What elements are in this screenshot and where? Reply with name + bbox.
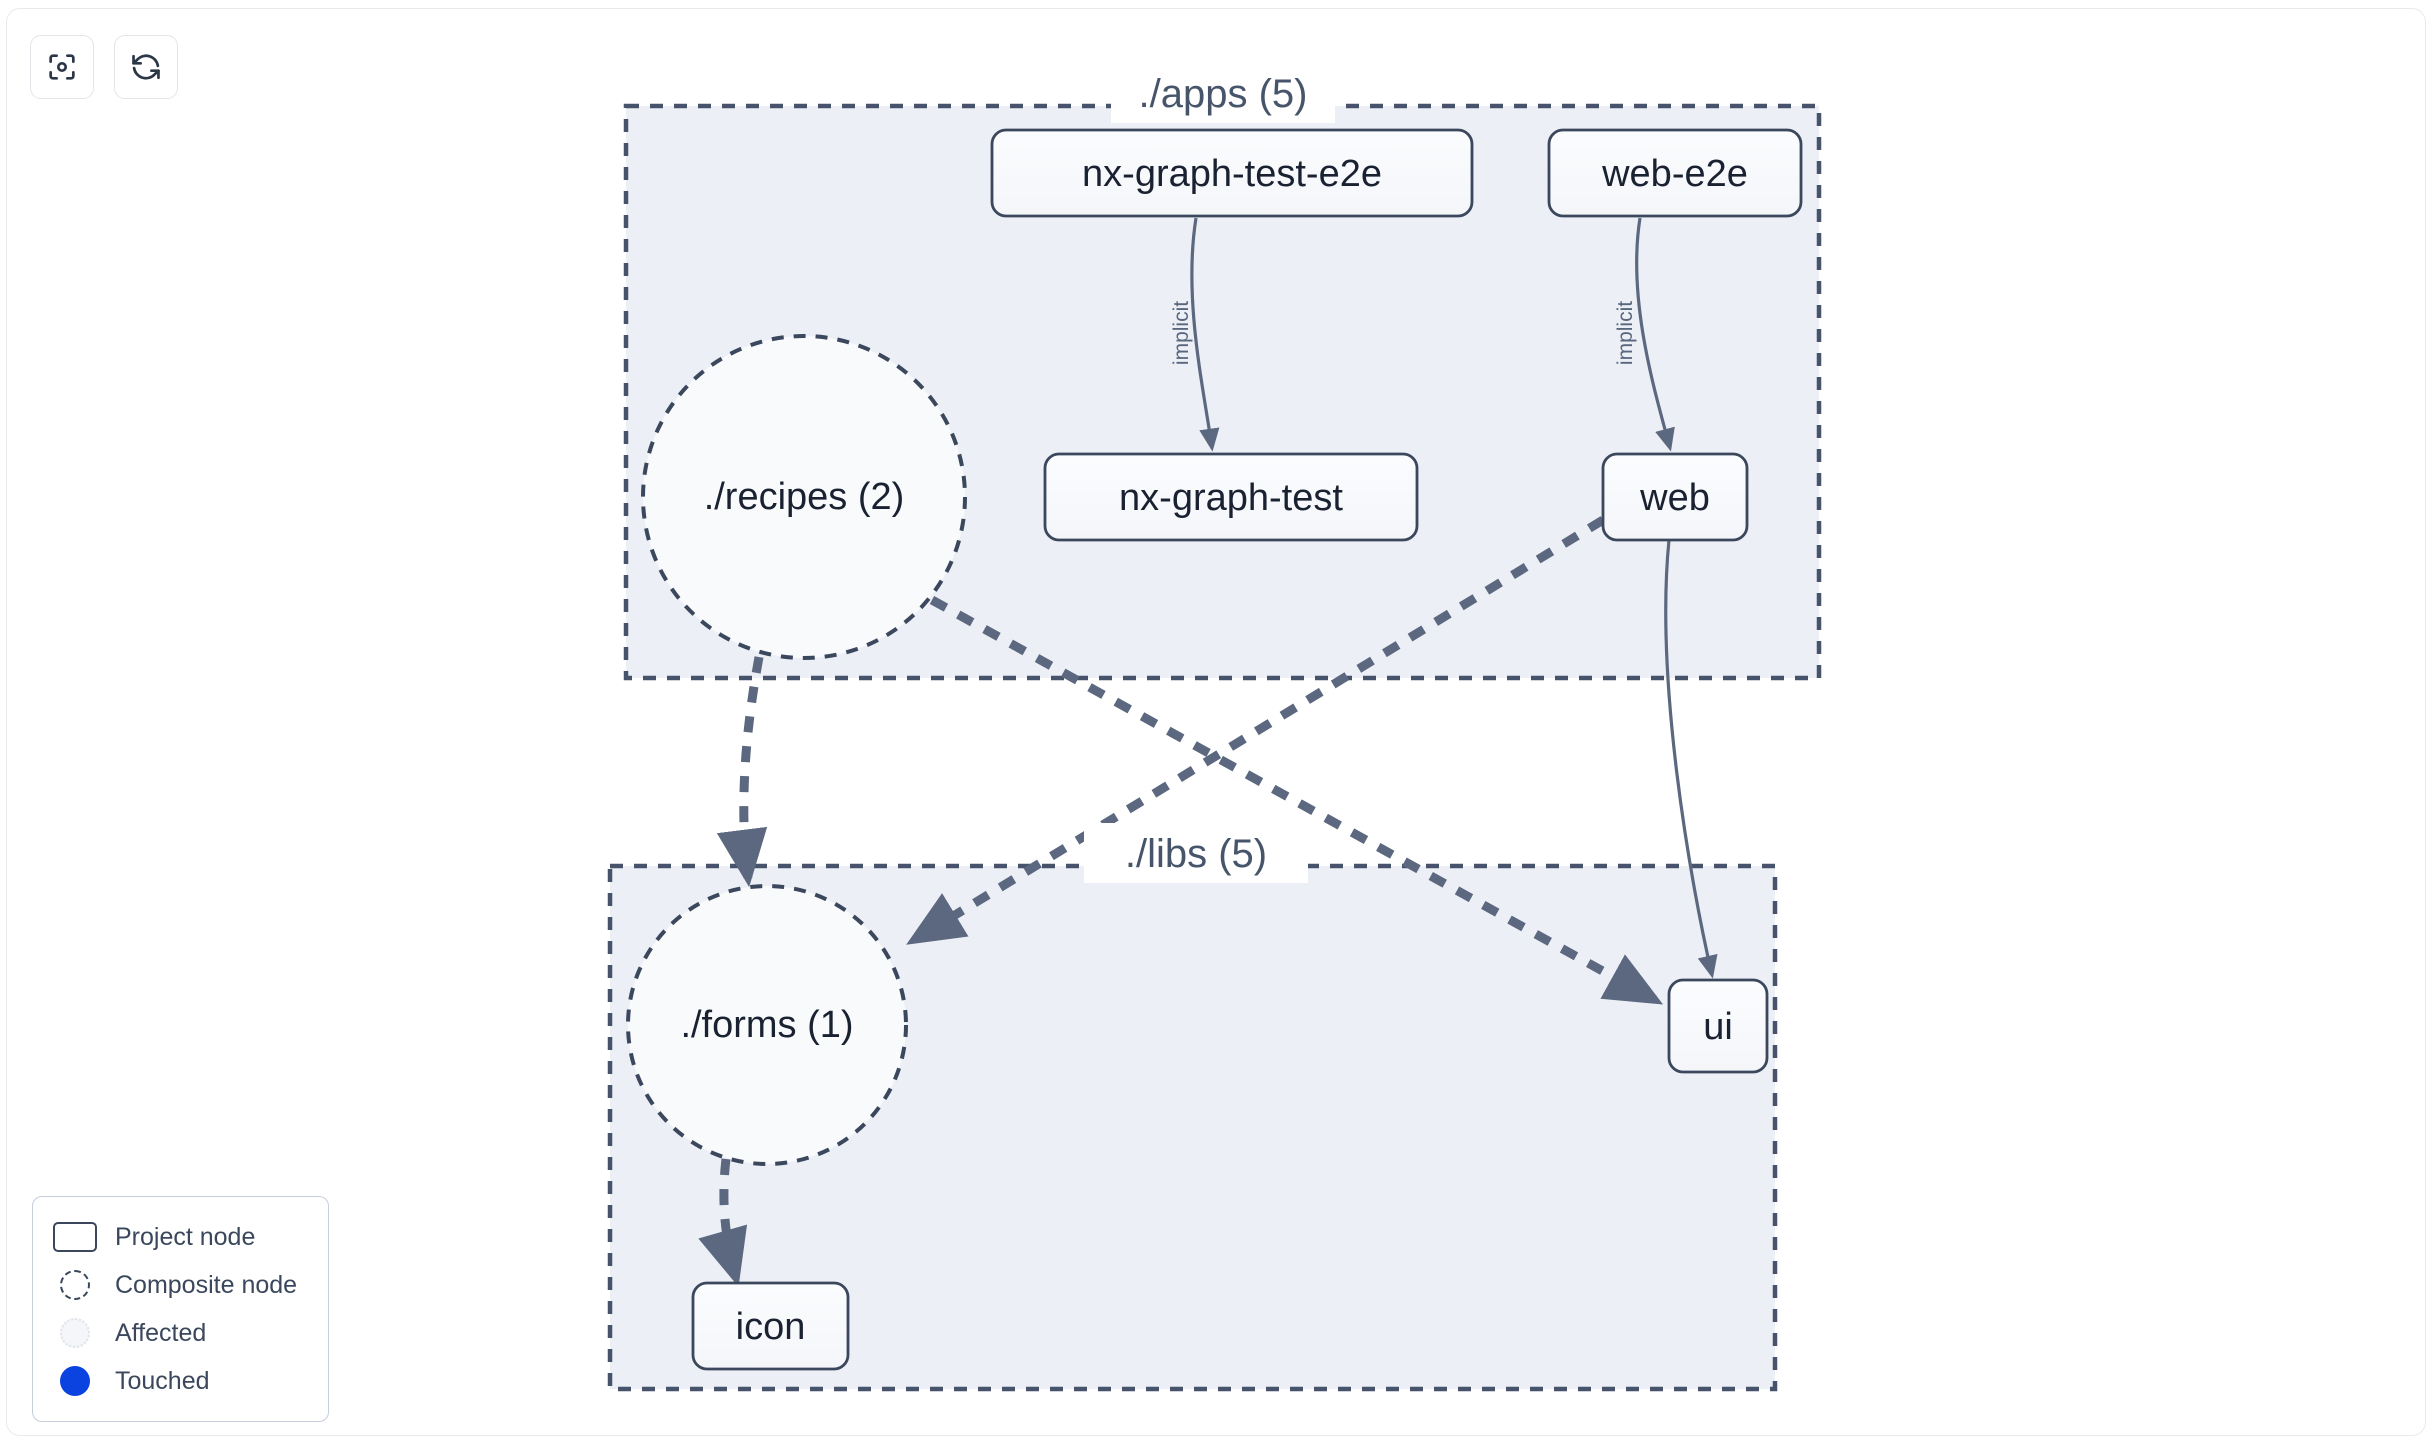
- node-label-nx-graph-test-e2e: nx-graph-test-e2e: [1082, 153, 1382, 195]
- legend-label: Composite node: [115, 1270, 298, 1299]
- graph-node-nx-graph-test-e2e[interactable]: nx-graph-test-e2e: [990, 128, 1474, 218]
- legend-item-affected: Affected: [53, 1309, 310, 1357]
- legend-item-composite-node: Composite node: [53, 1261, 310, 1309]
- node-label-recipes: ./recipes (2): [704, 476, 905, 518]
- edge-nx-graph-test-e2e-to-nx-graph-test[interactable]: [1190, 217, 1220, 452]
- legend-label: Affected: [115, 1318, 207, 1347]
- graph-legend: Project node Composite node Affected Tou…: [32, 1196, 329, 1422]
- edges-layer: [698, 217, 1718, 1287]
- edge-web-to-forms[interactable]: [906, 516, 1606, 945]
- graph-node-icon[interactable]: icon: [691, 1281, 850, 1371]
- node-label-web-e2e: web-e2e: [1601, 153, 1748, 195]
- group-labels-layer: ./apps (5) ./libs (5): [1084, 63, 1335, 883]
- legend-item-touched: Touched: [53, 1357, 310, 1405]
- group-label-backdrop: [1111, 63, 1335, 123]
- refresh-graph-button[interactable]: [114, 35, 178, 99]
- graph-node-ui[interactable]: ui: [1667, 978, 1769, 1074]
- node-label-web: web: [1639, 477, 1710, 519]
- edge-web-e2e-to-web[interactable]: [1635, 217, 1675, 452]
- legend-label: Touched: [115, 1366, 210, 1395]
- composite-node-swatch: [53, 1268, 97, 1302]
- graph-node-recipes[interactable]: ./recipes (2): [641, 334, 967, 660]
- edge-recipes-to-forms[interactable]: [716, 656, 768, 888]
- graph-node-web-e2e[interactable]: web-e2e: [1547, 128, 1803, 218]
- refresh-icon: [129, 50, 163, 84]
- edge-label-e1: implicit: [1170, 301, 1193, 365]
- graph-node-web[interactable]: web: [1601, 452, 1749, 542]
- focus-graph-button[interactable]: [30, 35, 94, 99]
- project-node-swatch: [53, 1220, 97, 1254]
- group-label-libs: ./libs (5): [1125, 832, 1267, 876]
- touched-swatch: [53, 1364, 97, 1398]
- node-label-nx-graph-test: nx-graph-test: [1119, 477, 1343, 519]
- edge-label-e2: implicit: [1614, 301, 1637, 365]
- affected-swatch: [53, 1316, 97, 1350]
- node-label-forms: ./forms (1): [680, 1004, 853, 1046]
- node-label-ui: ui: [1703, 1006, 1733, 1048]
- group-label-backdrop: [1084, 823, 1308, 883]
- edge-labels-layer: implicit implicit: [1170, 301, 1637, 365]
- nodes-layer: nx-graph-test-e2e web-e2e ./recipes (2) nx-…: [626, 128, 1803, 1371]
- edge-forms-to-icon[interactable]: [698, 1158, 748, 1287]
- focus-target-icon: [45, 50, 79, 84]
- graph-toolbar: [30, 35, 178, 99]
- legend-label: Project node: [115, 1222, 256, 1251]
- node-label-icon: icon: [736, 1306, 806, 1348]
- graph-node-nx-graph-test[interactable]: nx-graph-test: [1043, 452, 1419, 542]
- group-label-apps: ./apps (5): [1139, 72, 1308, 116]
- legend-item-project-node: Project node: [53, 1213, 310, 1261]
- edge-web-to-ui[interactable]: [1664, 539, 1718, 979]
- graph-node-forms[interactable]: ./forms (1): [626, 884, 908, 1166]
